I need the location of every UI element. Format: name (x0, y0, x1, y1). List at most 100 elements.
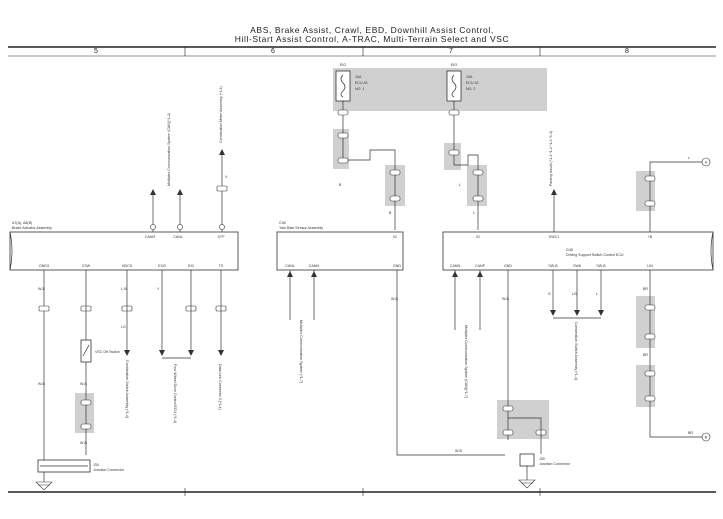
junction-name: Junction Connector (93, 468, 125, 472)
component-code: C48 (279, 221, 286, 225)
connector (80, 423, 92, 430)
arrow-icon (219, 149, 225, 155)
fuse-number: NO. 1 (355, 87, 364, 91)
arrow-icon (150, 189, 156, 195)
connector-shade (467, 165, 487, 206)
wire (649, 270, 702, 438)
wire-color: BR (643, 353, 648, 357)
ground-icon (35, 481, 53, 491)
fuse-number: NO. 2 (466, 87, 475, 91)
fuse-code: EIG (340, 63, 346, 67)
wire-color: V (225, 175, 228, 179)
pin-label: SW-B (548, 264, 558, 268)
connector (216, 185, 228, 192)
arrow-icon (477, 271, 483, 277)
reference-label: Multiplex Communication System (CAN)(*1-… (167, 113, 171, 186)
reference-label: Parking Assist (*1-1 *1-2 *1-3 *1-4) (549, 131, 553, 186)
wire-color: W-B (38, 382, 46, 386)
junction-code: J30 (93, 463, 99, 467)
junction-connector (519, 453, 535, 467)
junction-code: J30 (539, 457, 545, 461)
arrow-icon (218, 350, 224, 356)
box-break-mark (710, 231, 714, 271)
wire (508, 417, 542, 440)
pin-circle (177, 224, 183, 230)
connector-group (644, 304, 656, 402)
wire-color: B (339, 183, 342, 187)
connector (502, 429, 514, 436)
fuse-icon (451, 74, 457, 98)
arrow-icon (287, 271, 293, 277)
component-code: G48 (566, 248, 573, 252)
reference-label: Combination Switch Assembly (*1-4) (574, 322, 578, 380)
connector-shade (444, 143, 461, 170)
pin-label: GND3 (39, 264, 49, 268)
diagram-title-line-2: Hill-Start Assist Control, A-TRAC, Multi… (235, 34, 509, 44)
diagram-title-line-1: ABS, Brake Assist, Crawl, EBD, Downhill … (250, 25, 494, 35)
wire-color: W-B (502, 297, 510, 301)
reference-label: Data Link Connector 3 (*1-4) (218, 364, 222, 410)
box-break-mark (9, 231, 13, 271)
component-name: Brake Actuator Assembly (12, 226, 52, 230)
pin-label: HDCS (122, 264, 133, 268)
reference-label: Four Wheel Drive Control ECU (*1-4) (173, 364, 177, 423)
arrow-icon (311, 271, 317, 277)
connector (502, 405, 514, 412)
pin-label: LIN (647, 264, 653, 268)
pin-label: CANN (450, 264, 461, 268)
pin-label: CANP (475, 264, 486, 268)
connector-letter: A (705, 161, 708, 165)
reference-label: Combination Meter Assembly (*1-4) (219, 86, 223, 143)
wire-color: L (459, 183, 461, 187)
arrow-icon (124, 350, 130, 356)
switch-contact (82, 344, 90, 357)
arrow-icon (550, 310, 556, 316)
pin-label: SWC1 (549, 235, 559, 239)
wire-color: LG (121, 325, 126, 329)
ground-icon (518, 479, 536, 489)
pin-label: +B (648, 235, 653, 239)
wire-color: BR (688, 431, 693, 435)
connector (644, 175, 656, 182)
wire-color: W-B (455, 449, 463, 453)
arrow-icon (574, 310, 580, 316)
reference-label: Combination Switch Assembly (*1-4) (125, 360, 129, 418)
pin-label: GND (504, 264, 512, 268)
wire-color: LG (572, 292, 577, 296)
component-code: A7(A), A8(B) (12, 221, 32, 225)
fuse-name: ECU-IG (466, 81, 479, 85)
column-number: 8 (625, 48, 629, 55)
junction-name: Junction Connector (539, 462, 571, 466)
wire-color: W-B (80, 441, 88, 445)
column-number: 6 (271, 48, 275, 55)
arrow-icon (188, 350, 194, 356)
connector-group (38, 305, 227, 312)
wire-color: W-B (38, 287, 46, 291)
arrow-icon (177, 189, 183, 195)
component-name: Yaw Rate Sensor Assembly (279, 226, 323, 230)
yaw-rate-sensor-box (276, 231, 404, 271)
wire (396, 270, 505, 456)
pin-label: GND (393, 264, 401, 268)
pin-label: EXI (188, 264, 194, 268)
connector-shade (636, 296, 655, 348)
pin-label: CANH (309, 264, 320, 268)
pin-label: STP (218, 235, 226, 239)
pin-label: CSW (82, 264, 91, 268)
fuse-icon (340, 74, 346, 98)
pin-label: CANL (285, 264, 295, 268)
component-name: Driving Support Switch Control ECU (566, 253, 624, 257)
connector (644, 200, 656, 207)
pin-label: IG (393, 235, 397, 239)
wire (649, 161, 702, 232)
fuse-area-shade (333, 68, 547, 111)
pin-label: EXI3 (158, 264, 166, 268)
component-name: VSC Off Switch (95, 350, 120, 354)
pin-label: SW-B (596, 264, 606, 268)
connector (80, 399, 92, 406)
pin-circle (219, 224, 225, 230)
off-page-connector (701, 157, 711, 167)
reference-label: Multiplex Communication System (*1-7) (299, 320, 303, 383)
wire-color: L (596, 292, 598, 296)
wire-color: Y (157, 287, 160, 291)
